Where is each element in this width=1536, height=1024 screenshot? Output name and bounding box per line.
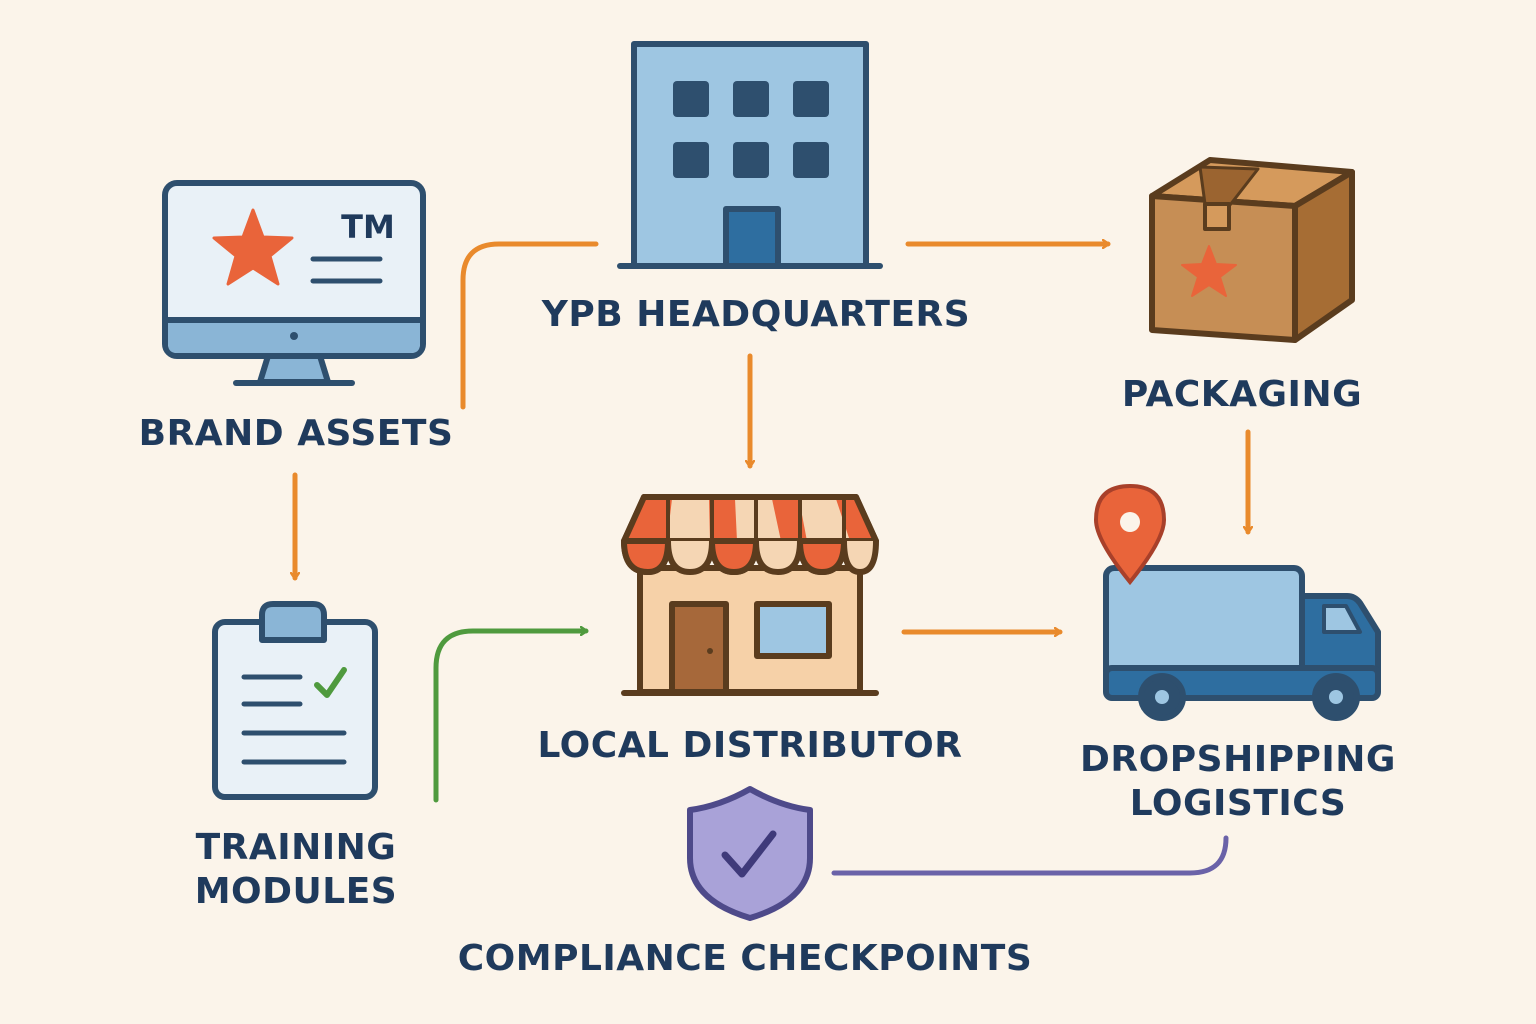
label-dropshipping-line1: DROPSHIPPING [1080, 739, 1396, 780]
shield-check-icon [687, 786, 813, 921]
arrow-brand-to-hq [460, 241, 599, 410]
office-building-icon [617, 41, 883, 269]
label-dropshipping-line2: LOGISTICS [1129, 783, 1347, 824]
cardboard-box-icon [1149, 157, 1355, 343]
label-training-modules: TRAINING MODULES [140, 826, 452, 914]
monitor-brand-icon [162, 180, 426, 386]
location-pin-icon [1093, 483, 1167, 586]
clipboard-checklist-icon [212, 601, 378, 800]
label-local-distributor: LOCAL DISTRIBUTOR [537, 725, 963, 766]
delivery-truck-icon [1103, 565, 1381, 721]
label-headquarters: YPB HEADQUARTERS [541, 294, 971, 335]
trademark-text: TM [341, 208, 395, 246]
label-brand-assets: BRAND ASSETS [138, 413, 454, 454]
storefront-icon [621, 494, 879, 696]
arrow-training-to-distributor [433, 631, 589, 803]
label-packaging: PACKAGING [1121, 374, 1363, 415]
label-dropshipping-logistics: DROPSHIPPING LOGISTICS [1060, 738, 1416, 826]
connectors [295, 241, 1248, 876]
label-training-line1: TRAINING [195, 827, 397, 868]
line-compliance-to-logistics [831, 835, 1229, 876]
label-compliance-checkpoints: COMPLIANCE CHECKPOINTS [457, 938, 1033, 979]
label-training-line2: MODULES [194, 871, 398, 912]
